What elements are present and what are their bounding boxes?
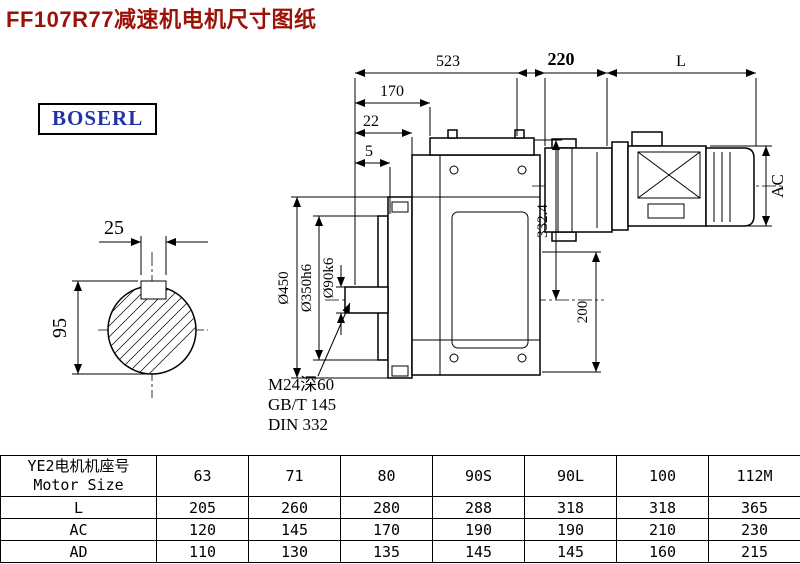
table-cell: 318 bbox=[616, 496, 709, 519]
table-cell: 205 bbox=[156, 496, 249, 519]
motor-size-header: YE2电机机座号 Motor Size bbox=[0, 455, 157, 497]
dim-flange-diameter: Ø450 bbox=[276, 271, 292, 304]
technical-drawing: 25 95 bbox=[49, 49, 787, 434]
brand-text: BOSERL bbox=[52, 106, 144, 130]
table-row-AD: AD 110 130 135 145 145 160 215 bbox=[0, 540, 800, 563]
motor-size-header-cn: YE2电机机座号 bbox=[27, 457, 130, 475]
brand-logo: BOSERL bbox=[38, 103, 158, 135]
dim-motor-length: L bbox=[676, 53, 686, 70]
dim-ac: AC bbox=[768, 174, 787, 198]
gearbox-side-view bbox=[325, 129, 604, 379]
shaft-end-view: 25 95 bbox=[49, 217, 208, 398]
table-header-row: YE2电机机座号 Motor Size 63 71 80 90S 90L 100… bbox=[0, 455, 800, 497]
table-cell: 145 bbox=[248, 518, 341, 541]
page-title: FF107R77减速机电机尺寸图纸 bbox=[6, 7, 317, 32]
row-label-L: L bbox=[0, 496, 157, 519]
table-cell: 210 bbox=[616, 518, 709, 541]
table-cell: 145 bbox=[524, 540, 617, 563]
dim-side-200: 200 bbox=[575, 301, 591, 324]
dim-step: 22 bbox=[363, 113, 379, 130]
size-header: 90L bbox=[524, 455, 617, 497]
table-cell: 120 bbox=[156, 518, 249, 541]
motor-size-header-en: Motor Size bbox=[33, 476, 124, 494]
table-cell: 288 bbox=[432, 496, 525, 519]
table-cell: 190 bbox=[524, 518, 617, 541]
table-cell: 365 bbox=[708, 496, 800, 519]
motor-dimension-table: YE2电机机座号 Motor Size 63 71 80 90S 90L 100… bbox=[0, 455, 800, 563]
dim-adapter-length: 220 bbox=[548, 49, 575, 69]
table-cell: 280 bbox=[340, 496, 433, 519]
dim-gap: 5 bbox=[365, 143, 373, 160]
size-header: 71 bbox=[248, 455, 341, 497]
dim-shaft-diameter: Ø90k6 bbox=[321, 257, 337, 298]
table-cell: 160 bbox=[616, 540, 709, 563]
table-cell: 110 bbox=[156, 540, 249, 563]
table-cell: 215 bbox=[708, 540, 800, 563]
terminal-box bbox=[631, 131, 663, 147]
table-cell: 260 bbox=[248, 496, 341, 519]
table-cell: 318 bbox=[524, 496, 617, 519]
row-label-AC: AC bbox=[0, 518, 157, 541]
dim-key-width: 25 bbox=[104, 217, 124, 239]
dim-height-332: 332.4 bbox=[535, 204, 551, 238]
table-cell: 135 bbox=[340, 540, 433, 563]
dim-spigot-diameter: Ø350h6 bbox=[299, 263, 315, 312]
table-cell: 170 bbox=[340, 518, 433, 541]
thread-spec: M24深60 bbox=[268, 375, 334, 394]
dim-front-length: 170 bbox=[380, 83, 404, 100]
size-header: 63 bbox=[156, 455, 249, 497]
size-header: 100 bbox=[616, 455, 709, 497]
size-header: 80 bbox=[340, 455, 433, 497]
size-header: 90S bbox=[432, 455, 525, 497]
table-cell: 145 bbox=[432, 540, 525, 563]
output-shaft bbox=[344, 286, 389, 314]
dim-total-length: 523 bbox=[436, 53, 460, 70]
row-label-AD: AD bbox=[0, 540, 157, 563]
dimension-annotations: 523 220 L 170 22 5 Ø450 Ø350h6 bbox=[268, 49, 787, 434]
standard-gb: GB/T 145 bbox=[268, 395, 336, 414]
standard-din: DIN 332 bbox=[268, 415, 328, 434]
table-cell: 130 bbox=[248, 540, 341, 563]
table-cell: 230 bbox=[708, 518, 800, 541]
key-cross-section bbox=[140, 280, 167, 300]
motor-view bbox=[532, 131, 782, 242]
table-cell: 190 bbox=[432, 518, 525, 541]
table-row-L: L 205 260 280 288 318 318 365 bbox=[0, 496, 800, 519]
table-row-AC: AC 120 145 170 190 190 210 230 bbox=[0, 518, 800, 541]
size-header: 112M bbox=[708, 455, 800, 497]
dim-key-height: 95 bbox=[49, 318, 71, 338]
